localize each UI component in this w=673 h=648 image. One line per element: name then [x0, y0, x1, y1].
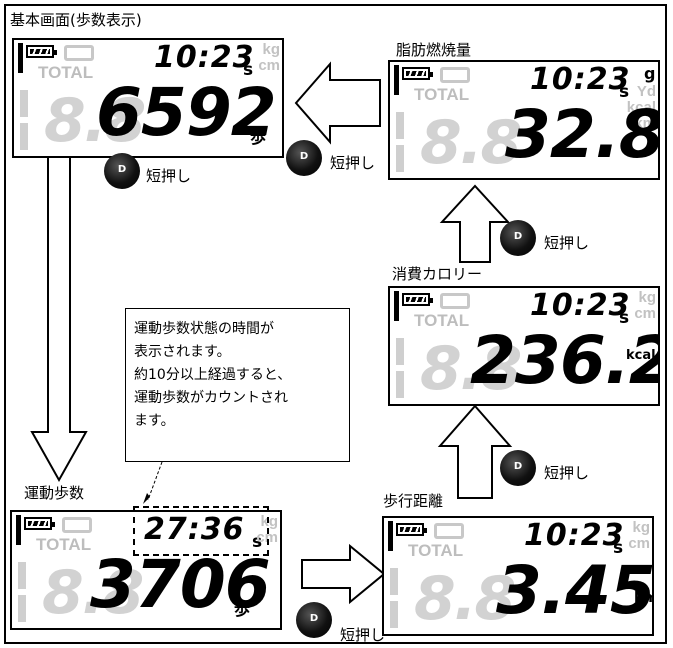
distance-value: 3.45 — [496, 552, 654, 629]
seconds-unit: s — [243, 60, 254, 80]
d-button: D — [286, 140, 322, 176]
arrow-walk-to-distance — [301, 543, 386, 605]
d-button: D — [104, 153, 140, 189]
note-pointer — [147, 461, 163, 501]
arrow-calorie-to-fat — [439, 184, 511, 263]
title-calorie: 消費カロリー — [392, 265, 483, 283]
total-label: TOTAL — [38, 63, 94, 82]
exercise-step-count: 3706 — [90, 546, 271, 623]
time-display: 10:23 — [524, 518, 625, 553]
km-unit: km — [634, 590, 652, 606]
note-callout: 運動歩数状態の時間が 表示されます。 約10分以上経過すると、 運動歩数がカウン… — [125, 308, 350, 462]
short-press-label: 短押し — [544, 234, 590, 252]
time-display: 10:23 — [530, 288, 631, 323]
battery-icon — [24, 517, 55, 530]
arrow-fat-to-basic — [294, 61, 381, 145]
exercise-time-display: 27:36 — [144, 512, 245, 547]
calorie-value: 236.2 — [470, 322, 660, 399]
step-count: 6592 — [96, 74, 277, 151]
title-exercise-steps: 運動歩数 — [24, 484, 85, 502]
short-press-label: 短押し — [146, 167, 192, 185]
battery-icon — [402, 67, 433, 80]
d-button: D — [500, 450, 536, 486]
time-display: 10:23 — [530, 62, 631, 97]
kcal-unit: kcal — [626, 348, 656, 363]
d-button: D — [296, 602, 332, 638]
time-display: 10:23 — [154, 40, 255, 75]
title-walk-distance: 歩行距離 — [383, 492, 444, 510]
arrow-distance-to-calorie — [437, 404, 513, 499]
short-press-label: 短押し — [340, 626, 386, 644]
battery-icon — [396, 523, 427, 536]
step-unit: 歩 — [250, 128, 267, 147]
battery-icon — [26, 45, 57, 58]
short-press-label: 短押し — [544, 464, 590, 482]
gram-unit: g — [644, 64, 656, 83]
short-press-label: 短押し — [330, 154, 376, 172]
diagram-frame — [4, 4, 667, 644]
title-basic-screen: 基本画面(歩数表示) — [10, 11, 142, 29]
d-button: D — [500, 220, 536, 256]
fat-burn-value: 32.8 — [505, 96, 660, 173]
battery-icon — [402, 293, 433, 306]
title-fat-burn: 脂肪燃焼量 — [396, 41, 472, 59]
exercise-time-highlight — [133, 506, 269, 556]
arrow-basic-to-walk — [30, 147, 88, 483]
